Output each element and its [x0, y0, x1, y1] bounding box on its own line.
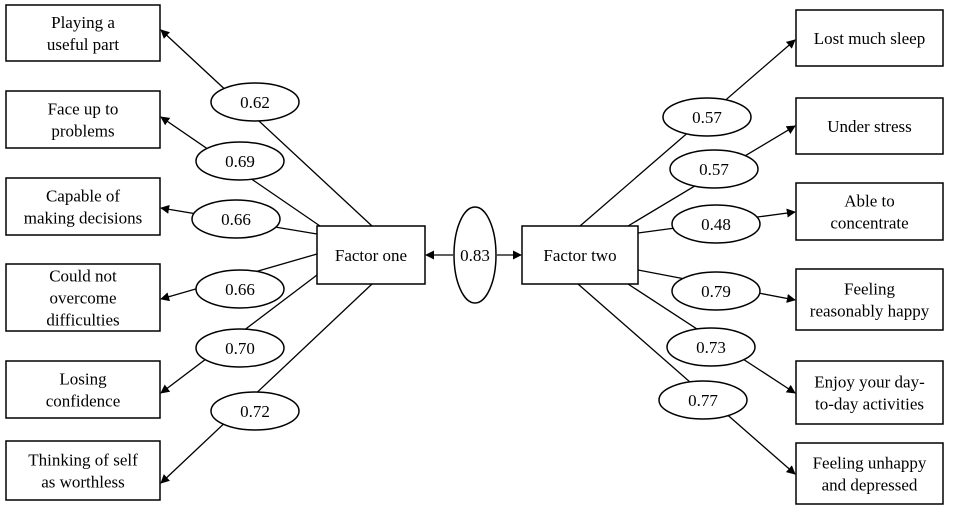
left-loading-6: 0.72 — [210, 391, 300, 431]
right-indicator-label: concentrate — [830, 214, 908, 233]
left-indicator-label: Losing — [59, 370, 107, 389]
correlation-value: 0.83 — [460, 246, 490, 265]
factor-two-label: Factor two — [543, 246, 616, 265]
left-indicator-box — [5, 4, 161, 62]
left-loading-4: 0.66 — [195, 269, 285, 309]
right-loading-2: 0.57 — [669, 149, 759, 189]
loading-value: 0.57 — [699, 160, 729, 179]
loading-ellipse — [191, 199, 281, 239]
left-indicator-5: Losing confidence — [5, 360, 161, 419]
left-indicator-box — [5, 440, 161, 501]
left-indicator-label: Playing a — [51, 13, 115, 32]
left-indicator-label: making decisions — [24, 209, 143, 228]
loading-value: 0.73 — [696, 338, 726, 357]
right-indicator-box — [795, 442, 944, 505]
left-indicator-label: Capable of — [46, 187, 120, 206]
loading-value: 0.48 — [701, 215, 731, 234]
left-indicator-box — [5, 90, 161, 149]
loading-ellipse — [669, 149, 759, 189]
right-indicator-label: reasonably happy — [810, 302, 930, 321]
right-indicator-1: Lost much sleep — [795, 9, 944, 67]
loading-ellipse — [666, 327, 756, 367]
right-indicator-box — [795, 268, 944, 331]
left-path-arrow-6 — [160, 283, 373, 484]
right-indicator-label: Able to — [844, 192, 895, 211]
loading-value: 0.70 — [225, 339, 255, 358]
loading-ellipse — [671, 271, 761, 311]
left-indicator-label: confidence — [46, 392, 121, 411]
loading-ellipse — [210, 82, 300, 122]
left-indicator-3: Capable of making decisions — [5, 177, 161, 236]
left-indicator-label: Thinking of self — [28, 451, 138, 470]
right-indicator-box — [795, 9, 944, 67]
right-loading-5: 0.73 — [666, 327, 756, 367]
loading-ellipse — [658, 380, 748, 420]
factor-two-node: Factor two — [521, 225, 639, 285]
right-indicator-label: Feeling unhappy — [813, 454, 927, 473]
left-path-arrow-1 — [160, 29, 373, 227]
loading-value: 0.66 — [225, 280, 255, 299]
left-indicator-box — [5, 177, 161, 236]
right-indicator-box — [795, 360, 944, 425]
right-path-arrow-6 — [577, 283, 796, 475]
factor-one-node: Factor one — [316, 225, 426, 285]
loading-value: 0.62 — [240, 93, 270, 112]
right-loading-3: 0.48 — [671, 204, 761, 244]
left-loading-2: 0.69 — [195, 141, 285, 181]
left-indicator-label: Could not — [49, 267, 117, 286]
right-indicator-label: to-day activities — [815, 395, 924, 414]
correlation-ellipse: 0.83 — [453, 206, 497, 304]
loading-ellipse — [195, 269, 285, 309]
left-indicator-2: Face up to problems — [5, 90, 161, 149]
loading-ellipse — [210, 391, 300, 431]
right-loading-1: 0.57 — [662, 97, 752, 137]
left-indicator-1: Playing a useful part — [5, 4, 161, 62]
left-indicator-6: Thinking of self as worthless — [5, 440, 161, 501]
factor-one-label: Factor one — [335, 246, 407, 265]
loading-value: 0.72 — [240, 402, 270, 421]
loading-ellipse — [195, 141, 285, 181]
loading-value: 0.77 — [688, 391, 718, 410]
right-indicator-label: Under stress — [827, 117, 912, 136]
right-indicator-label: and depressed — [822, 476, 918, 495]
left-indicator-label: problems — [51, 122, 114, 141]
right-indicator-label: Enjoy your day- — [814, 373, 925, 392]
right-indicator-4: Feeling reasonably happy — [795, 268, 944, 331]
right-indicator-3: Able to concentrate — [795, 182, 944, 241]
left-indicator-4: Could not overcome difficulties — [5, 263, 161, 332]
left-indicator-label: useful part — [47, 35, 120, 54]
loading-value: 0.57 — [692, 108, 722, 127]
right-indicator-label: Feeling — [844, 280, 895, 299]
right-indicator-label: Lost much sleep — [814, 29, 925, 48]
left-indicator-box — [5, 263, 161, 332]
loading-value: 0.66 — [221, 210, 251, 229]
left-loading-3: 0.66 — [191, 199, 281, 239]
loading-ellipse — [195, 328, 285, 368]
left-indicator-box — [5, 360, 161, 419]
right-indicator-6: Feeling unhappy and depressed — [795, 442, 944, 505]
right-loading-6: 0.77 — [658, 380, 748, 420]
left-loading-1: 0.62 — [210, 82, 300, 122]
left-indicator-label: overcome — [49, 289, 116, 308]
loading-value: 0.79 — [701, 282, 731, 301]
loading-ellipse — [671, 204, 761, 244]
right-indicator-5: Enjoy your day-to-day activities — [795, 360, 944, 425]
left-indicator-label: Face up to — [48, 100, 119, 119]
left-loading-5: 0.70 — [195, 328, 285, 368]
loading-ellipse — [662, 97, 752, 137]
right-indicator-box — [795, 182, 944, 241]
right-loading-4: 0.79 — [671, 271, 761, 311]
loading-value: 0.69 — [225, 152, 255, 171]
right-indicator-2: Under stress — [795, 97, 944, 155]
right-indicator-box — [795, 97, 944, 155]
left-indicator-label: difficulties — [46, 311, 119, 330]
left-indicator-label: as worthless — [41, 473, 125, 492]
